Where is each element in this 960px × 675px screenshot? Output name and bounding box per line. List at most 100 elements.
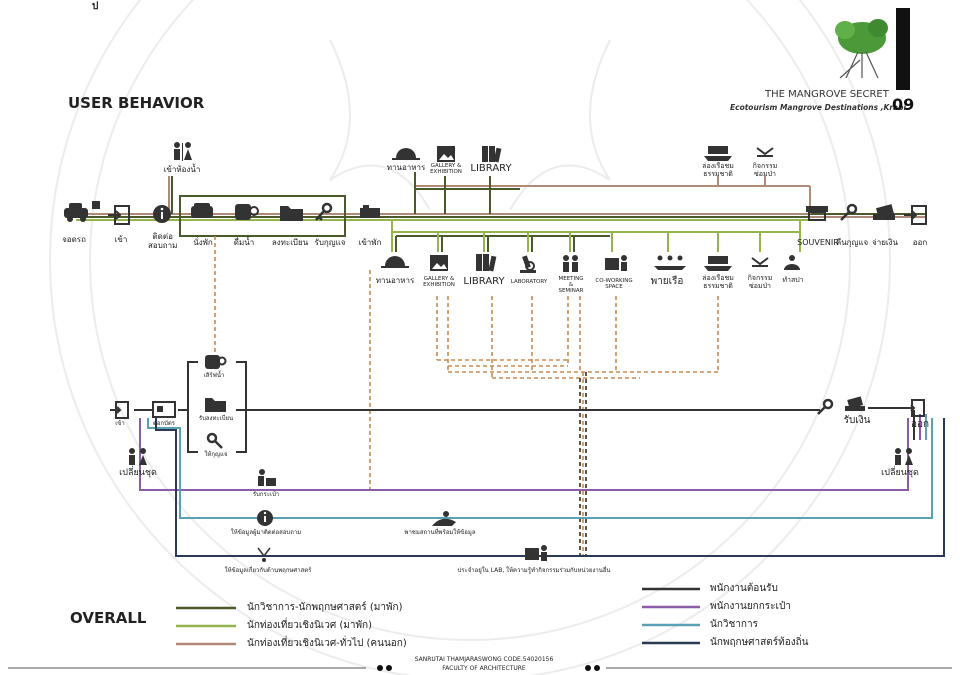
car-icon: [64, 201, 100, 222]
lower-laboratory-label: LABORATORY: [510, 279, 548, 285]
lower-activity-label: กิจกรรม ซ่อมป่า: [747, 274, 773, 290]
lobby-box: [179, 195, 346, 237]
coworking-icon: [605, 255, 627, 271]
dashed-connections: [214, 236, 719, 556]
node-label-get-key: รับกุญแจ: [314, 238, 346, 247]
service-register-label: รับลงทะเบียน: [198, 415, 234, 422]
node-label-register: ลงทะเบียน: [271, 238, 309, 247]
boat-lower-icon: [704, 256, 732, 271]
activity-lower-icon: [751, 257, 769, 267]
bed-icon: [360, 205, 380, 218]
dining-icon: [392, 148, 420, 160]
staff-lockin-label: ตอกบัตร: [152, 420, 176, 427]
brand-title: THE MANGROVE SECRET: [765, 89, 889, 100]
receive-pay-label: รับเงิน: [843, 415, 871, 426]
node-label-enter: เข้า: [114, 235, 128, 244]
mangrove-tree-logo: [835, 19, 888, 79]
node-label-exit: ออก: [912, 238, 928, 247]
node-label-check-in: เข้าพัก: [358, 238, 382, 247]
restroom-label: เข้าห้องน้ำ: [163, 165, 201, 174]
upper-dining-label: ทานอาหาร: [386, 163, 426, 172]
node-label-drink: ดื่มน้ำ: [233, 238, 255, 247]
corner-glyph: ป: [92, 1, 99, 12]
staff-enter-label: เข้า: [115, 420, 125, 427]
footer-rule: [8, 665, 952, 671]
gallery-icon: [437, 146, 455, 162]
service-cup-icon: [205, 355, 227, 369]
watermark-seal: [49, 0, 891, 675]
info-icon: [153, 205, 171, 223]
guide-hand-icon: [432, 511, 456, 526]
service-folder-icon: [205, 398, 226, 412]
restroom-staff-right-icon: [895, 448, 913, 465]
staff-exit-label: ออก: [910, 419, 930, 430]
research-label: ให้ข้อมูลเกี่ยวกับด้านพฤกษศาสตร์: [224, 567, 312, 574]
enter-icon: [108, 205, 130, 225]
lower-gallery-label: GALLERY & EXHIBITION: [423, 276, 455, 289]
lower-kayak-label: พายเรือ: [650, 276, 684, 287]
staff-exit-icon: [902, 399, 925, 417]
sofa-icon: [191, 203, 213, 218]
library-icon: [482, 146, 502, 163]
legend-porter: พนักงานยกกระเป๋า: [710, 601, 791, 612]
node-label-park: จอดรถ: [62, 235, 86, 244]
staff-enter-icon: [110, 401, 129, 419]
gallery-lower-icon: [430, 255, 448, 271]
kayak-icon: [654, 255, 686, 270]
folder-icon: [280, 206, 303, 221]
return-key-icon: [840, 203, 858, 221]
lower-library-label: LIBRARY: [463, 276, 505, 287]
info-staff-icon: [257, 510, 273, 526]
receive-pay-key-icon: [817, 398, 834, 415]
upper-library-label: LIBRARY: [470, 163, 512, 174]
staff-change-right-label: เปลี่ยนชุด: [881, 468, 919, 478]
lower-meeting-label: MEETING & SEMINAR: [558, 276, 584, 295]
library-lower-icon: [476, 254, 497, 272]
footer-author: SANRUTAI THAMJARASWONG CODE.54020156: [414, 656, 554, 663]
legend-ecotourist-visitor: นักท่องเที่ยวเชิงนิเวศ-ทั่วไป (คนนอก): [247, 638, 407, 649]
legend-swatches: [176, 587, 700, 646]
cup-icon: [235, 204, 259, 220]
node-label-pay: จ่ายเงิน: [872, 238, 898, 247]
legend-ecotourist-stay: นักท่องเที่ยวเชิงนิเวศ (มาพัก): [247, 620, 372, 631]
guide-label: พาชมสถานที่พร้อมให้ข้อมูล: [404, 529, 476, 536]
lab-label: ประจำอยู่ใน LAB, ให้ความรู้ทำกิจกรรมร่วม…: [457, 567, 611, 574]
service-key-icon: [206, 432, 223, 449]
restroom-icon: [174, 142, 192, 161]
luggage-icon: [258, 469, 276, 486]
dining-lower-icon: [381, 256, 409, 268]
restroom-staff-icon: [129, 448, 147, 465]
legend-local-botanist: นักพฤกษศาสตร์ท้องถิ่น: [710, 637, 809, 648]
footer-faculty: FACULTY OF ARCHITECTURE: [442, 665, 526, 672]
payment-icon: [873, 204, 895, 220]
staff-change-label: เปลี่ยนชุด: [119, 468, 157, 478]
node-label-return-key: คืนกุญแจ: [835, 238, 869, 247]
legend-academic-stay: นักวิชาการ-นักพฤกษศาสตร์ (มาพัก): [247, 602, 403, 613]
legend-receptionist: พนักงานต้อนรับ: [710, 583, 778, 594]
section-title: USER BEHAVIOR: [68, 94, 205, 112]
service-key-label: ให้กุญแจ: [204, 451, 228, 458]
activity-icon: [756, 147, 774, 157]
timecard-icon: [152, 401, 176, 418]
exit-icon: [904, 205, 927, 225]
upper-gallery-label: GALLERY & EXHIBITION: [430, 163, 462, 176]
spa-icon: [784, 255, 800, 270]
lower-dining-label: ทานอาหาร: [375, 276, 415, 285]
page-number: 09: [892, 95, 915, 114]
legend-academic-staff: นักวิชาการ: [710, 619, 758, 630]
service-serve-label: เสิร์ฟน้ำ: [203, 372, 225, 379]
node-label-inquire: ติดต่อ สอบถาม: [148, 232, 178, 251]
receive-pay-icon: [845, 396, 865, 411]
legend-title: OVERALL: [70, 609, 147, 627]
node-label-souvenir: SOUVENIR: [797, 238, 839, 247]
node-label-rest: นั่งพัก: [193, 238, 213, 247]
research-icon: [257, 547, 271, 562]
shop-icon: [806, 206, 828, 221]
key-icon: [315, 202, 333, 221]
boat-icon: [704, 146, 732, 161]
microscope-icon: [520, 255, 536, 273]
lab-worker-icon: [525, 545, 547, 561]
info-label: ให้ข้อมูลผู้มาติดต่อสอบถาม: [230, 529, 302, 536]
